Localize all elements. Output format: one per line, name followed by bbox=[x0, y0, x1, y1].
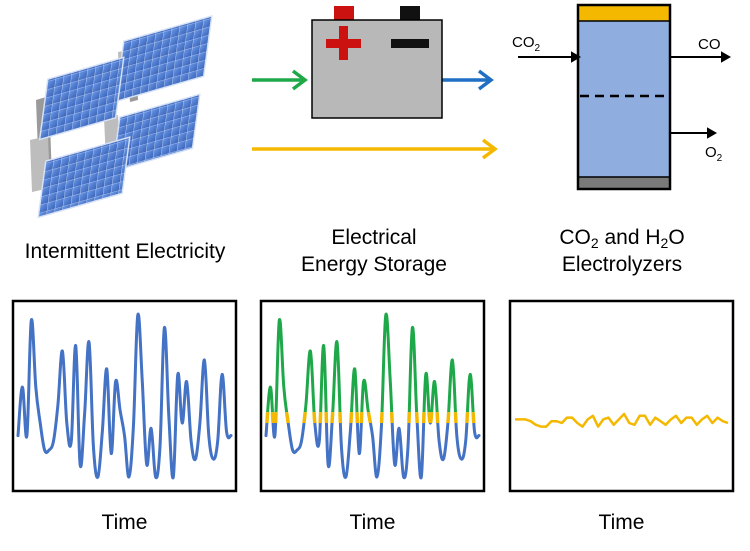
chart-frame-1 bbox=[11, 299, 238, 493]
label-energy-storage: Electrical Energy Storage bbox=[301, 226, 447, 276]
series-line-deficit bbox=[264, 423, 481, 480]
co-output-label: CO bbox=[698, 36, 721, 53]
co2-input-arrow bbox=[518, 51, 582, 63]
label-electrolyzers: CO2 and H2O Electrolyzers bbox=[559, 226, 685, 276]
series-line-steady bbox=[515, 412, 729, 428]
green-arrow bbox=[252, 69, 308, 91]
axis-label-time-1: Time bbox=[101, 511, 148, 534]
label-intermittent-electricity: Intermittent Electricity bbox=[24, 240, 226, 263]
chart-frame-2 bbox=[259, 299, 486, 493]
electrolyzer-icon bbox=[576, 3, 672, 191]
chart-electrolyzers bbox=[515, 412, 729, 428]
axis-label-time-2: Time bbox=[349, 511, 396, 534]
o2-output-label: O2 bbox=[705, 144, 723, 164]
positive-terminal-icon bbox=[326, 26, 361, 60]
chart-frame-3 bbox=[508, 299, 735, 493]
axis-label-time-3: Time bbox=[598, 511, 645, 534]
negative-terminal-icon bbox=[391, 39, 429, 48]
chart-intermittent-electricity bbox=[16, 312, 233, 480]
co-output-arrow bbox=[670, 51, 732, 63]
chart-energy-storage bbox=[264, 312, 481, 480]
yellow-arrow bbox=[252, 138, 498, 160]
solar-panels-icon bbox=[30, 14, 213, 219]
o2-output-arrow bbox=[670, 127, 718, 139]
battery-icon bbox=[311, 6, 443, 119]
blue-arrow bbox=[442, 69, 494, 91]
series-line-intermittent bbox=[16, 312, 233, 480]
co2-input-label: CO2 bbox=[512, 34, 541, 54]
